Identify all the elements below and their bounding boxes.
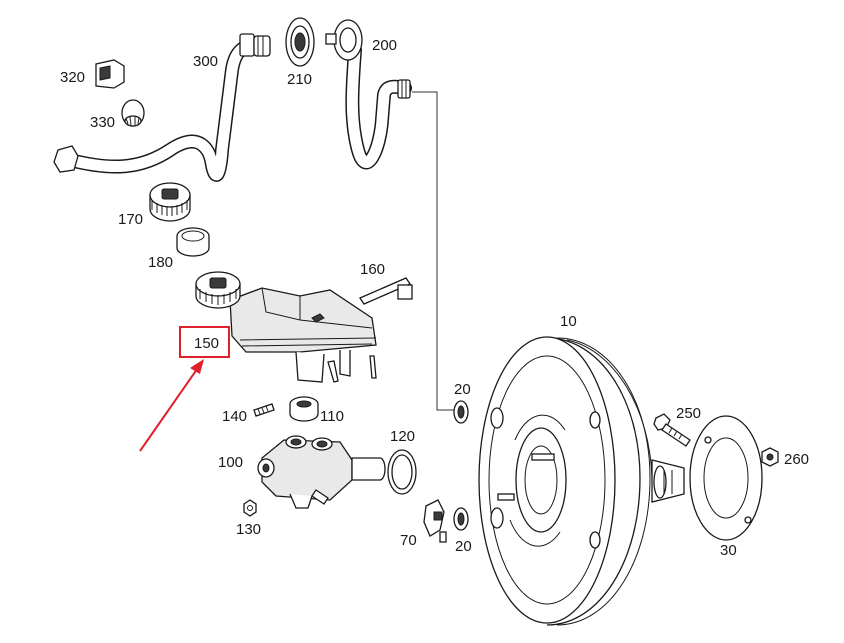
label-130: 130 — [236, 521, 261, 538]
label-210: 210 — [287, 71, 312, 88]
grommet-20-lower — [453, 507, 469, 531]
reservoir-cap — [195, 271, 241, 309]
cap-170 — [149, 182, 191, 222]
label-20-upper: 20 — [454, 381, 471, 398]
label-320: 320 — [60, 69, 85, 86]
bolt-250 — [653, 413, 691, 447]
master-cylinder-100 — [257, 435, 386, 509]
label-170: 170 — [118, 211, 143, 228]
label-10: 10 — [560, 313, 577, 330]
highlight-annotation — [139, 326, 230, 452]
brake-booster-10 — [478, 336, 685, 626]
label-200: 200 — [372, 37, 397, 54]
grommet-20-upper — [453, 400, 469, 424]
sensor-160 — [359, 277, 413, 305]
label-110: 110 — [320, 408, 344, 425]
pin-140 — [253, 403, 275, 417]
sleeve-330 — [121, 99, 145, 127]
label-160: 160 — [360, 261, 385, 278]
ring-180 — [176, 227, 210, 257]
label-260: 260 — [784, 451, 809, 468]
highlight-arrowhead — [190, 359, 204, 374]
label-120: 120 — [390, 428, 415, 445]
label-140: 140 — [222, 408, 247, 425]
label-330: 330 — [90, 114, 115, 131]
part-labels: 300 210 200 320 330 170 180 160 150 140 … — [60, 37, 809, 559]
sensor-70 — [423, 499, 447, 543]
seal-110 — [289, 396, 319, 422]
hose-300 — [53, 33, 271, 182]
label-70: 70 — [400, 532, 417, 549]
gasket-30 — [689, 415, 763, 541]
clip-320 — [95, 59, 125, 89]
label-250: 250 — [676, 405, 701, 422]
nut-260 — [761, 447, 779, 467]
grommet-210 — [285, 17, 315, 67]
label-180: 180 — [148, 254, 173, 271]
hose-200 — [325, 19, 412, 170]
reservoir-150 — [229, 287, 377, 383]
nut-130 — [243, 499, 257, 517]
label-30: 30 — [720, 542, 737, 559]
label-150: 150 — [194, 335, 219, 352]
highlight-arrow — [139, 361, 203, 452]
label-100: 100 — [218, 454, 243, 471]
label-20-lower: 20 — [455, 538, 472, 555]
o-ring-120 — [387, 449, 417, 495]
leader-200 — [412, 91, 455, 411]
label-300: 300 — [193, 53, 218, 70]
highlight-box — [179, 326, 230, 358]
